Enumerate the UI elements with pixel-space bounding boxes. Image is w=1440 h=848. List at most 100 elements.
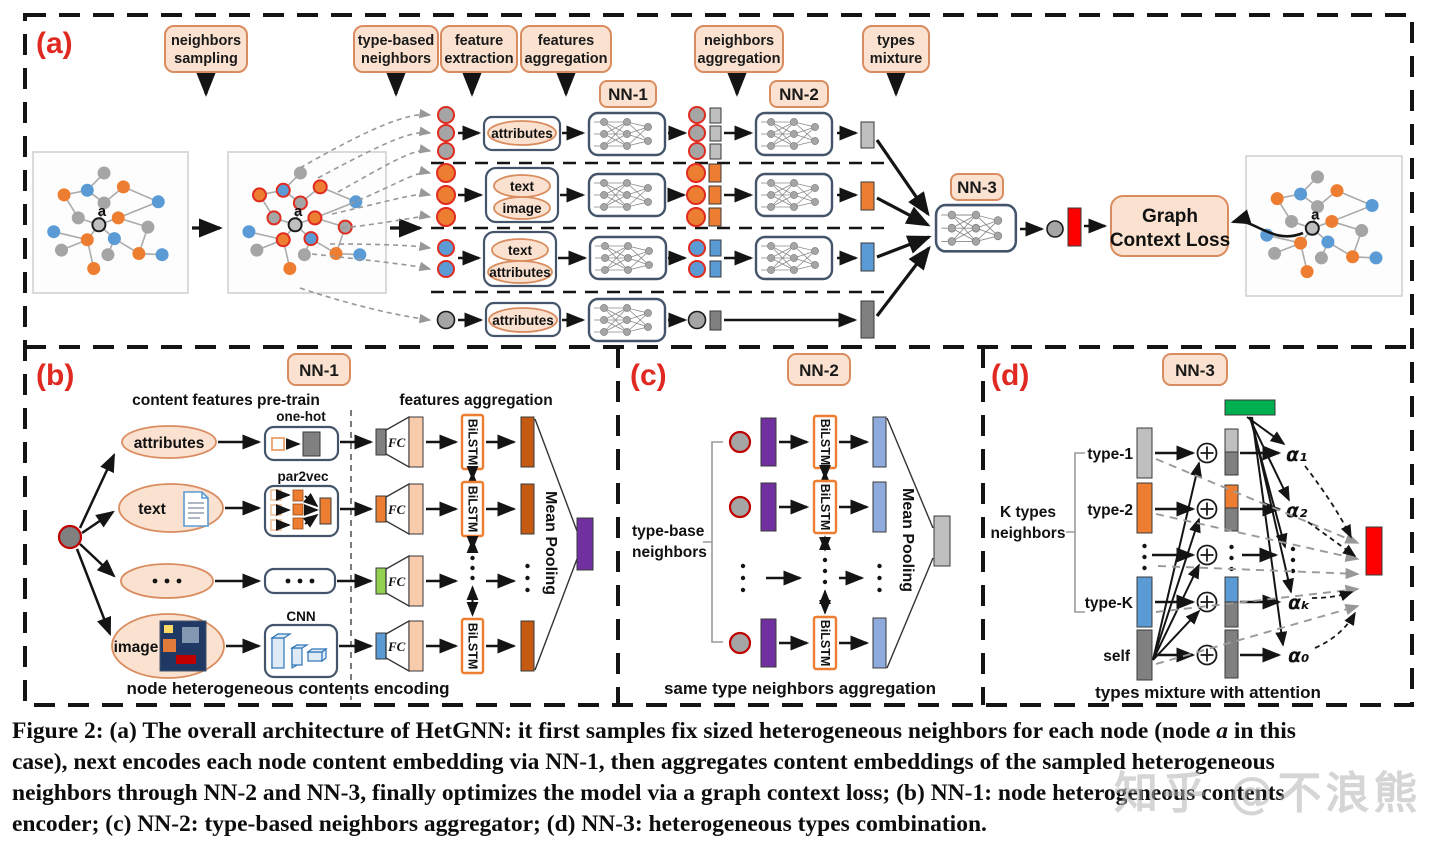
neighbor-circles bbox=[728, 430, 752, 655]
final-mixed-embedding-bar bbox=[1365, 526, 1383, 576]
row1-content-box: attributes bbox=[482, 115, 562, 152]
fc-to-bilstm-arrows bbox=[426, 434, 459, 654]
embedding-to-nn2-arrows bbox=[724, 125, 858, 328]
par2vec-label: par2vec bbox=[277, 469, 329, 484]
type-k-label: type-K bbox=[1085, 595, 1134, 612]
sampling-dashed-curves bbox=[299, 108, 432, 324]
flow-box-label: aggregation bbox=[525, 51, 608, 67]
image-ellipse: image bbox=[111, 613, 225, 679]
panel-c: (c) NN-2 type-base neighbors BiL bbox=[630, 353, 951, 698]
image-label: image bbox=[114, 639, 159, 656]
panel-c-title-box: NN-2 bbox=[787, 353, 851, 386]
alpha-dashed-arrows bbox=[1304, 465, 1357, 649]
nn1-net-row3 bbox=[588, 235, 668, 281]
flow-box-label: neighbors bbox=[704, 33, 774, 49]
onehot-encoder-box: one-hot bbox=[263, 409, 340, 462]
row1-content-label: attributes bbox=[491, 126, 553, 141]
nn1-label-box: NN-1 bbox=[599, 80, 657, 108]
bilstm-row1: BiLSTM bbox=[812, 414, 838, 470]
bilstm-label: BiLSTM bbox=[818, 620, 832, 667]
type-embedding-bars bbox=[860, 121, 875, 339]
nn2-to-typebar-arrows bbox=[837, 125, 859, 266]
type-row-separators bbox=[431, 161, 891, 294]
nn2-net-row2 bbox=[754, 172, 834, 218]
hetgnn-architecture-figure: (a) neighbors sampling type-based neighb… bbox=[23, 13, 1414, 707]
sampled-neighbors-graph: a bbox=[227, 151, 387, 294]
graph-context-loss-box: Graph Context Loss bbox=[1110, 195, 1230, 257]
text-ellipse: text bbox=[118, 483, 224, 533]
k-types-neighbors-label: K types bbox=[1000, 504, 1056, 521]
flow-box-label: aggregation bbox=[698, 51, 781, 67]
panel-a-label: (a) bbox=[36, 27, 73, 60]
fc-unit-row1: FC bbox=[375, 415, 424, 469]
bilstm-to-output-arrows bbox=[486, 434, 517, 654]
flow-box-types-mixture: types mixture bbox=[862, 25, 930, 73]
bilstm-dots bbox=[822, 557, 828, 585]
panel-b-title: NN-1 bbox=[299, 361, 339, 380]
flow-box-label: neighbors bbox=[171, 33, 241, 49]
fc-unit-row3: FC bbox=[375, 554, 424, 608]
nn1-label: NN-1 bbox=[608, 85, 648, 104]
type-base-neighbors-label: type-base bbox=[632, 523, 705, 540]
circles-to-content-arrows bbox=[458, 125, 484, 328]
sampled-node-circles bbox=[436, 106, 456, 330]
neighbors-bracket bbox=[703, 441, 723, 643]
content-embedding-bars bbox=[708, 107, 722, 331]
nn2-net-row1 bbox=[754, 111, 834, 157]
panel-c-title: NN-2 bbox=[799, 361, 839, 380]
node-a-label: a bbox=[294, 203, 303, 220]
bilstm-row4: BiLSTM bbox=[460, 617, 485, 675]
onehot-label: one-hot bbox=[276, 409, 326, 424]
flow-box-label: mixture bbox=[870, 51, 922, 67]
nn1-net-row4 bbox=[587, 297, 667, 343]
self-fanout-arrows bbox=[1152, 461, 1202, 661]
panel-d-title-box: NN-3 bbox=[1162, 353, 1228, 386]
final-node-circle bbox=[1046, 220, 1064, 238]
node-a-label: a bbox=[1311, 206, 1320, 223]
fc-label: FC bbox=[387, 639, 406, 654]
row4-content-label: attributes bbox=[492, 313, 554, 328]
flow-box-neighbors-sampling: neighbors sampling bbox=[164, 25, 248, 73]
encoder-to-fc-arrows bbox=[337, 434, 374, 654]
panel-b-title-box: NN-1 bbox=[287, 353, 351, 386]
figure-caption: Figure 2: (a) The overall architecture o… bbox=[12, 716, 1436, 840]
alpha-weights: α₁ α₂ αₖ α₀ bbox=[1286, 444, 1310, 667]
content-to-nn1-arrows bbox=[558, 125, 588, 328]
flow-box-label: extraction bbox=[444, 51, 513, 67]
panel-b: (b) NN-1 content features pre-train feat… bbox=[36, 353, 594, 700]
hidden-state-bars bbox=[872, 416, 887, 669]
final-embedding-bar bbox=[1067, 207, 1082, 247]
type-1-label: type-1 bbox=[1087, 446, 1133, 463]
fc-label: FC bbox=[387, 502, 406, 517]
panel-a: (a) neighbors sampling type-based neighb… bbox=[32, 25, 1403, 343]
attention-query-bar bbox=[1224, 399, 1276, 416]
concat-to-alpha-arrows bbox=[1240, 445, 1282, 663]
fc-label: FC bbox=[387, 574, 406, 589]
mean-pooling-label: Mean Pooling bbox=[899, 488, 916, 592]
query-to-alpha-arrows bbox=[1246, 416, 1294, 647]
more-content-ellipse bbox=[120, 563, 214, 599]
text-label: text bbox=[138, 501, 166, 518]
flow-box-feature-extraction: feature extraction bbox=[440, 25, 518, 73]
nn1-to-embedding-arrows bbox=[667, 125, 688, 328]
caption-line-2: case), next encodes each node content em… bbox=[12, 749, 1275, 775]
weighted-sum-dashed-arrows bbox=[1155, 458, 1360, 665]
graph-context-loss-label: Context Loss bbox=[1110, 230, 1230, 251]
row2-content-label-image: image bbox=[502, 201, 542, 216]
nn1-net-row1 bbox=[587, 111, 667, 157]
type-base-neighbors-label: neighbors bbox=[632, 544, 707, 561]
self-label: self bbox=[1103, 648, 1131, 665]
bilstm-label: BiLSTM bbox=[818, 484, 832, 531]
bilstm-row2: BiLSTM bbox=[812, 479, 838, 535]
flow-box-label: features bbox=[538, 33, 594, 49]
bilstm-label: BiLSTM bbox=[818, 419, 832, 466]
row4-content-box: attributes bbox=[484, 301, 562, 338]
panel-c-footer: same type neighbors aggregation bbox=[664, 679, 936, 698]
pooling-line-bottom bbox=[886, 557, 934, 669]
photo-icon bbox=[159, 620, 207, 672]
source-node-circle bbox=[57, 524, 83, 550]
figure-outer-border bbox=[23, 13, 1414, 707]
nn2-label-box: NN-2 bbox=[769, 80, 829, 108]
mean-pooling-label: Mean Pooling bbox=[542, 491, 559, 595]
